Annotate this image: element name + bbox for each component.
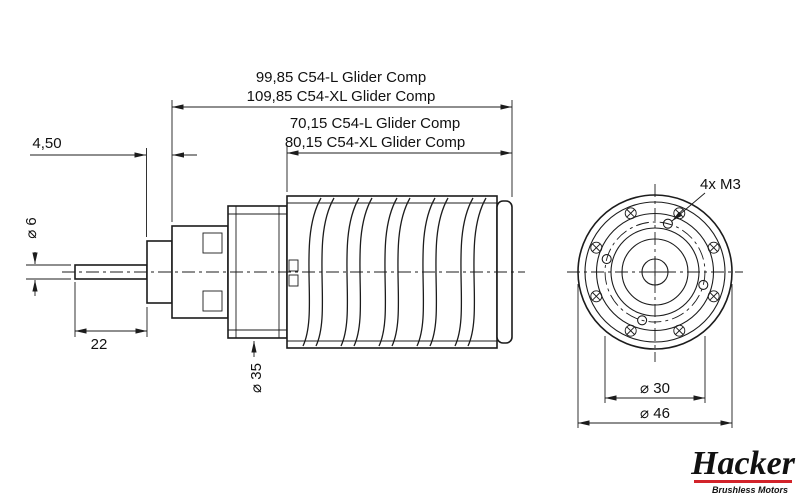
dim-body-xl-label: 80,15 C54-XL Glider Comp xyxy=(285,134,465,151)
dim-body-l-label: 70,15 C54-L Glider Comp xyxy=(290,115,460,132)
dim-collar-label: 4,50 xyxy=(32,135,61,152)
brand-text: Hacker xyxy=(690,445,796,482)
dim-overall-l-label: 99,85 C54-L Glider Comp xyxy=(256,69,426,86)
brand-tagline: Brushless Motors xyxy=(712,485,788,495)
brand-underline xyxy=(694,480,792,483)
front-view-dimensions: ⌀ 30 ⌀ 46 xyxy=(577,284,733,428)
mount-holes-label: 4x M3 xyxy=(700,176,741,193)
front-view: 4x M3 xyxy=(567,176,743,362)
hacker-logo: Hacker Brushless Motors xyxy=(690,445,796,495)
dim-overall-xl-label: 109,85 C54-XL Glider Comp xyxy=(247,88,436,105)
motor-body-detail xyxy=(287,202,497,342)
dim-shaft-length-label: 22 xyxy=(91,336,108,353)
dim-outer-dia-label: ⌀ 46 xyxy=(640,405,670,422)
dim-shaft-dia-label: ⌀ 6 xyxy=(23,217,40,239)
front-extension-lines xyxy=(577,284,733,428)
mount-slot-top xyxy=(202,232,223,254)
side-view-dimensions: 99,85 C54-L Glider Comp 109,85 C54-XL Gl… xyxy=(23,69,513,393)
m3-leader-line xyxy=(671,192,706,222)
dim-case-dia-label: ⌀ 35 xyxy=(248,363,265,393)
m3-mount-holes xyxy=(601,218,709,326)
mount-slot-bottom xyxy=(202,290,223,312)
side-view xyxy=(62,195,525,349)
cooling-fins xyxy=(302,197,487,347)
dim-bolt-circle-label: ⌀ 30 xyxy=(640,380,670,397)
